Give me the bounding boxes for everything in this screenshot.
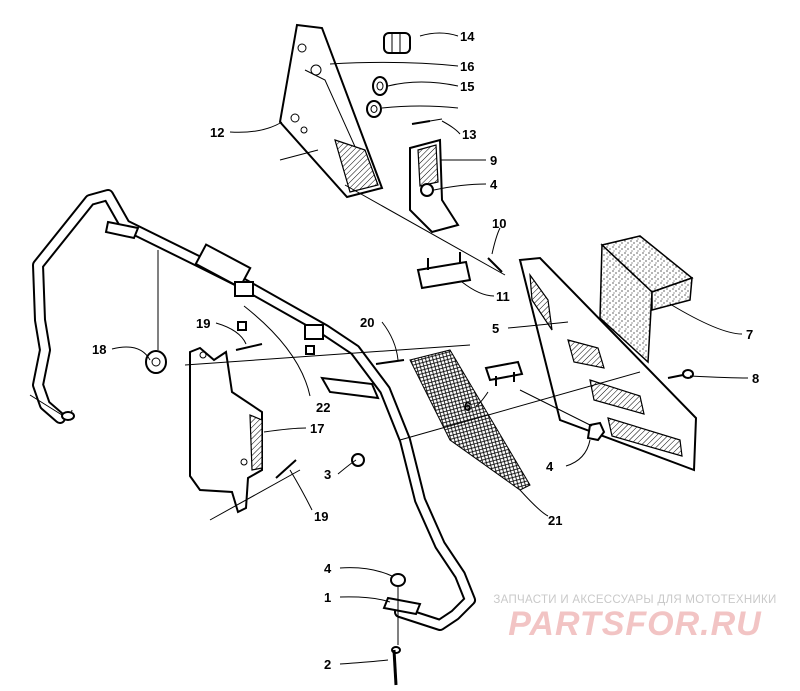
callout-18: 18 (92, 342, 106, 357)
watermark-logo: PARTSFOR.RU (508, 605, 762, 643)
callout-4-upper: 4 (490, 177, 498, 192)
vertical-bracket (409, 138, 460, 234)
callout-20: 20 (360, 315, 374, 330)
callout-21: 21 (548, 513, 562, 528)
callout-8: 8 (752, 371, 759, 386)
nut-part-4-bottom (390, 573, 406, 587)
fastener-part-22 (237, 321, 315, 355)
nut-part (366, 100, 382, 118)
callout-4-right: 4 (546, 459, 554, 474)
bolt-part (667, 369, 694, 379)
watermark-caption: ЗАПЧАСТИ И АКСЕССУАРЫ ДЛЯ МОТОТЕХНИКИ (493, 594, 777, 606)
washer-part (372, 76, 388, 96)
mount-plate-part-17 (189, 346, 263, 514)
foot-pad-part (599, 235, 694, 364)
callout-17: 17 (310, 421, 324, 436)
callout-13: 13 (462, 127, 476, 142)
callout-10: 10 (492, 216, 506, 231)
callout-9: 9 (490, 153, 497, 168)
callout-11: 11 (496, 289, 510, 304)
callout-5: 5 (492, 321, 499, 336)
assembly-lines (184, 184, 641, 645)
bumper-tube-part (29, 189, 476, 631)
side-panel-part (518, 256, 698, 472)
callout-1: 1 (324, 590, 331, 605)
fastener-part-20 (375, 359, 405, 365)
nut-part-4-right (586, 421, 606, 442)
pin-part (487, 257, 503, 273)
callout-2: 2 (324, 657, 331, 672)
bolt-part-2 (391, 646, 401, 686)
fastener-part-19-upper (235, 343, 263, 351)
screw-part (411, 118, 443, 125)
callout-6: 6 (464, 399, 471, 414)
fastener-part-19-lower (275, 459, 297, 479)
callout-14: 14 (460, 29, 475, 44)
nut-part-3 (351, 453, 365, 467)
small-bracket-part (484, 360, 524, 386)
callout-15: 15 (460, 79, 474, 94)
callout-22: 22 (316, 400, 330, 415)
callout-labels: 14 16 15 12 13 9 4 10 11 7 5 20 19 18 22… (92, 29, 759, 672)
callout-16: 16 (460, 59, 474, 74)
rubber-mount-part (145, 250, 167, 374)
callout-4-bottom: 4 (324, 561, 332, 576)
watermark: ЗАПЧАСТИ И АКСЕССУАРЫ ДЛЯ МОТОТЕХНИКИ PA… (480, 594, 790, 642)
callout-12: 12 (210, 125, 224, 140)
bushing-part (383, 32, 411, 54)
upper-mount-plate (278, 23, 384, 199)
base-plate-part (416, 252, 472, 290)
callout-19-upper: 19 (196, 316, 210, 331)
callout-7: 7 (746, 327, 753, 342)
leader-lines (111, 32, 749, 665)
callout-3: 3 (324, 467, 331, 482)
callout-19-lower: 19 (314, 509, 328, 524)
